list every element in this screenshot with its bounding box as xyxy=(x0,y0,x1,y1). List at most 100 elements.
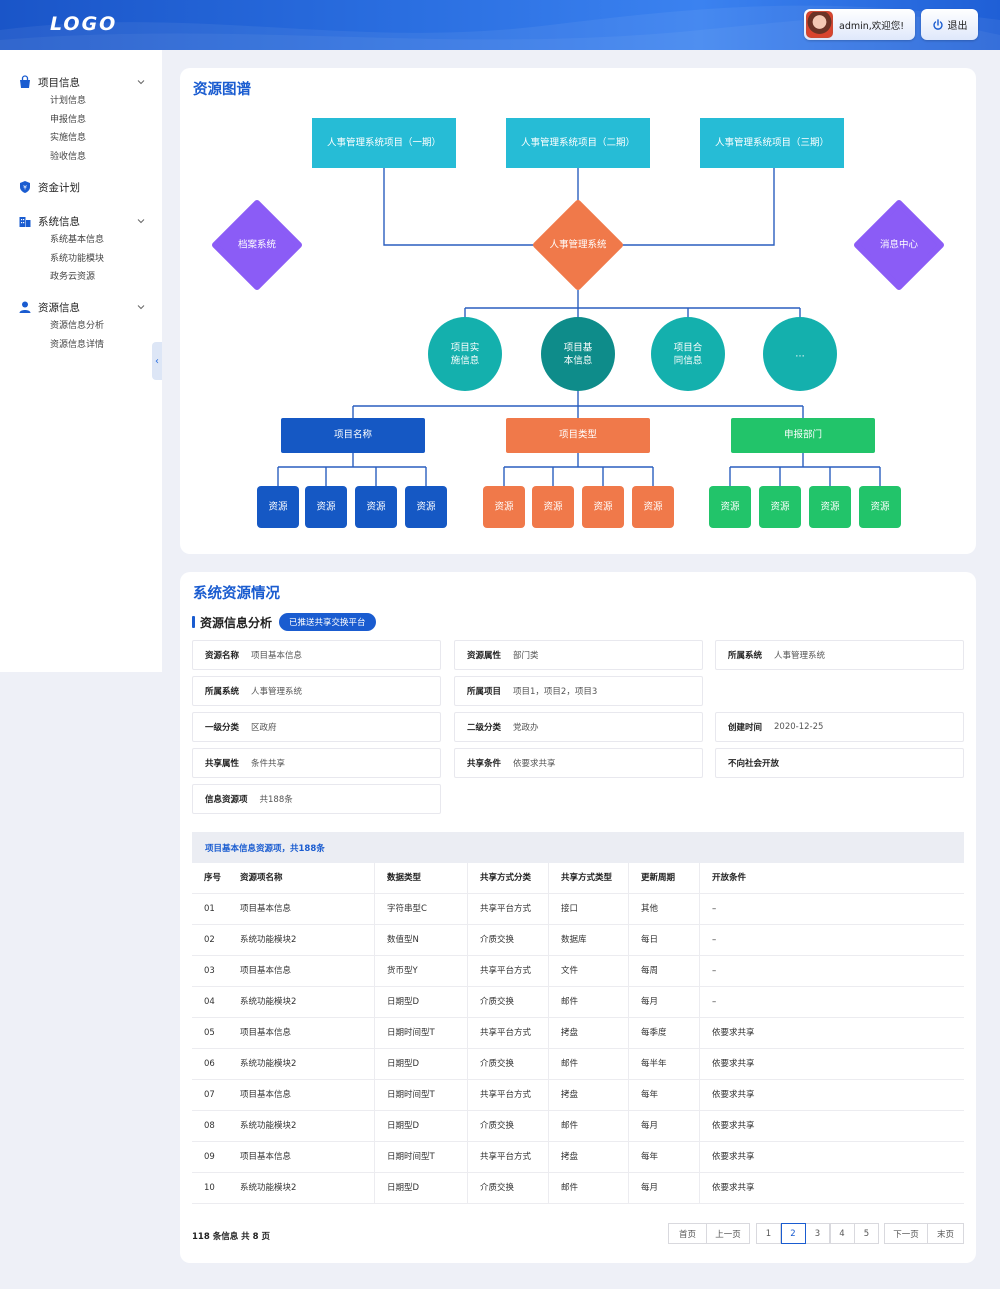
menu-group-project-info: 项目信息 计划信息 申报信息 实施信息 验收信息 xyxy=(18,72,146,167)
shield-yen-icon: ¥ xyxy=(20,181,30,193)
chevron-left-icon: ‹ xyxy=(155,355,159,367)
svg-text:¥: ¥ xyxy=(23,185,27,192)
table-cell: 邮件 xyxy=(549,1173,629,1204)
project-box-label: 人事管理系统项目（一期） xyxy=(327,137,441,149)
logo[interactable]: LOGO xyxy=(50,13,118,35)
table-header-row: 序号资源项名称数据类型共享方式分类共享方式类型更新周期开放条件 xyxy=(192,863,964,894)
field-value: 条件共享 xyxy=(251,759,286,769)
resource-box[interactable] xyxy=(532,486,574,528)
menu-head-project-info[interactable]: 项目信息 xyxy=(18,72,146,92)
field-value: 依要求共享 xyxy=(513,759,556,769)
field-value: 党政办 xyxy=(513,723,539,733)
prev-page-button[interactable]: 上一页 xyxy=(706,1223,750,1244)
table-cell: 邮件 xyxy=(549,987,629,1018)
project-box-label: 人事管理系统项目（三期） xyxy=(715,137,829,149)
table-cell: 系统功能模块2 xyxy=(228,1173,375,1204)
sidebar-item-gov-cloud[interactable]: 政务云资源 xyxy=(50,272,96,283)
table-cell: 拷盘 xyxy=(549,1018,629,1049)
page-button-2[interactable]: 2 xyxy=(780,1223,806,1244)
sidebar-collapse-button[interactable]: ‹ xyxy=(152,342,162,380)
page-button-3[interactable]: 3 xyxy=(805,1223,830,1244)
table-cell: 08 xyxy=(204,1121,215,1131)
table-cell: 依要求共享 xyxy=(712,1090,755,1100)
info-field: 共享条件依要求共享 xyxy=(454,748,703,778)
logout-button[interactable]: 退出 xyxy=(921,9,978,40)
menu-head-resource-info[interactable]: 资源信息 xyxy=(18,297,146,317)
info-circle-node[interactable] xyxy=(428,317,502,391)
category-box-label: 项目名称 xyxy=(334,429,373,441)
info-field: 二级分类党政办 xyxy=(454,712,703,742)
resource-box[interactable] xyxy=(355,486,397,528)
table-cell: 日期型D xyxy=(375,1173,468,1204)
info-field: 一级分类区政府 xyxy=(192,712,441,742)
resource-box[interactable] xyxy=(809,486,851,528)
next-page-button[interactable]: 下一页 xyxy=(884,1223,928,1244)
sidebar-item-declare-info[interactable]: 申报信息 xyxy=(50,114,87,125)
message-center-node[interactable] xyxy=(854,200,944,290)
project-box[interactable] xyxy=(700,118,844,168)
chevron-down-icon[interactable] xyxy=(136,302,146,312)
table-cell: 数据库 xyxy=(549,925,629,956)
person-icon xyxy=(19,301,31,313)
project-box[interactable] xyxy=(312,118,456,168)
info-circle-node[interactable] xyxy=(541,317,615,391)
sidebar-item-system-basic[interactable]: 系统基本信息 xyxy=(50,235,105,245)
project-box[interactable] xyxy=(506,118,650,168)
resource-box[interactable] xyxy=(632,486,674,528)
sidebar-item-resource-detail[interactable]: 资源信息详情 xyxy=(50,339,105,350)
table-cell: 日期时间型T xyxy=(375,1142,468,1173)
user-menu[interactable]: admin,欢迎您! xyxy=(804,9,915,40)
category-box[interactable] xyxy=(506,418,650,453)
analysis-subheader: 资源信息分析 已推送共享交换平台 xyxy=(192,613,376,631)
table-cell: 拷盘 xyxy=(549,1142,629,1173)
table-cell: 每月 xyxy=(629,1173,700,1204)
page-button-1[interactable]: 1 xyxy=(756,1223,781,1244)
sidebar-item-resource-analysis[interactable]: 资源信息分析 xyxy=(50,321,105,331)
info-circle-label: 同信息 xyxy=(674,355,703,367)
table-cell: 共享平台方式 xyxy=(468,894,549,925)
analysis-title: 资源信息分析 xyxy=(200,615,273,630)
chevron-down-icon[interactable] xyxy=(136,216,146,226)
menu-head-fund-plan[interactable]: ¥ 资金计划 xyxy=(18,177,146,197)
archive-system-node[interactable] xyxy=(212,200,302,290)
resource-box[interactable] xyxy=(305,486,347,528)
table-header-cell: 开放条件 xyxy=(712,873,747,883)
resource-box-label: 资源 xyxy=(870,502,890,513)
resource-box[interactable] xyxy=(759,486,801,528)
first-page-button[interactable]: 首页 xyxy=(668,1223,707,1244)
resource-box[interactable] xyxy=(709,486,751,528)
resource-box[interactable] xyxy=(582,486,624,528)
last-page-button[interactable]: 末页 xyxy=(927,1223,964,1244)
chevron-down-icon[interactable] xyxy=(136,77,146,87)
sidebar-item-accept-info[interactable]: 验收信息 xyxy=(50,152,87,163)
resource-box[interactable] xyxy=(483,486,525,528)
page-button-4[interactable]: 4 xyxy=(829,1223,855,1244)
category-box[interactable] xyxy=(281,418,425,453)
table-cell: 依要求共享 xyxy=(712,1059,755,1069)
info-circle-node[interactable] xyxy=(763,317,837,391)
category-box-label: 项目类型 xyxy=(559,429,598,441)
sidebar-item-system-modules[interactable]: 系统功能模块 xyxy=(50,253,105,264)
sidebar-item-implement-info[interactable]: 实施信息 xyxy=(50,133,87,144)
menu-head-system-info[interactable]: 系统信息 xyxy=(18,211,146,231)
hr-system-node[interactable] xyxy=(533,200,623,290)
sidebar-item-plan-info[interactable]: 计划信息 xyxy=(50,96,87,106)
resource-box[interactable] xyxy=(859,486,901,528)
resource-box[interactable] xyxy=(257,486,299,528)
page-button-5[interactable]: 5 xyxy=(854,1223,879,1244)
resource-box[interactable] xyxy=(405,486,447,528)
category-box[interactable] xyxy=(731,418,875,453)
table-cell: 日期型D xyxy=(375,987,468,1018)
info-circle-node[interactable] xyxy=(651,317,725,391)
